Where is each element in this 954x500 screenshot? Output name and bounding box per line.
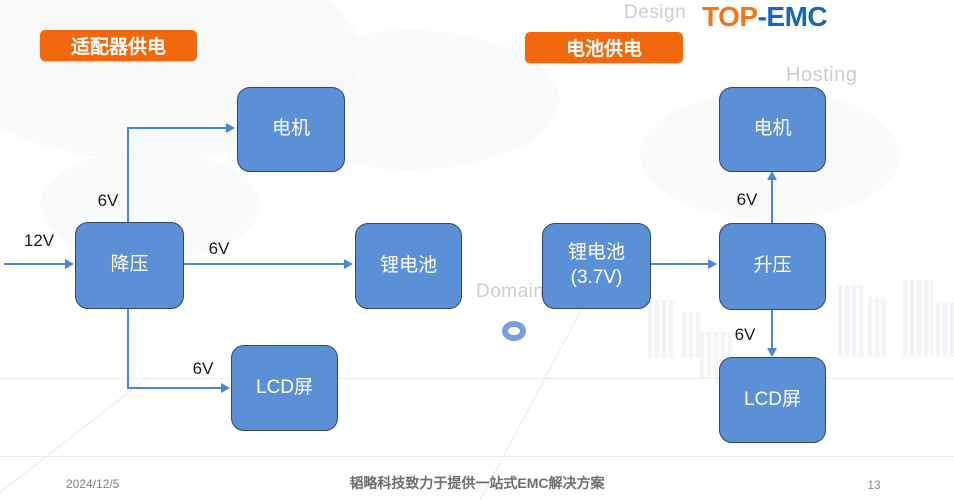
watermark-hosting: Hosting [786, 64, 858, 86]
building-silhouette [682, 312, 702, 358]
connector-battery-boost [649, 263, 709, 265]
node-lcd-right: LCD屏 [719, 357, 826, 443]
node-boost: 升压 [719, 223, 826, 310]
building-silhouette [903, 280, 933, 357]
building-silhouette [936, 302, 954, 357]
footer-date: 2024/12/5 [66, 477, 120, 491]
logo-dash: - [757, 1, 767, 32]
node-label: 电机 [271, 118, 310, 140]
building-silhouette [868, 297, 886, 357]
node-label: 降压 [110, 254, 149, 276]
node-motor-right: 电机 [719, 87, 826, 172]
node-label: LCD屏 [743, 388, 801, 410]
logo-emc-text: EMC [766, 1, 828, 32]
arrow-head [767, 171, 777, 180]
perspective-line [0, 378, 954, 379]
label-6v-motor-left: 6V [97, 191, 119, 210]
arrow-head [226, 123, 235, 133]
connector-boost-lcd [771, 308, 773, 348]
node-label: 锂电池 [567, 242, 625, 264]
arrow-head [65, 259, 74, 269]
logo-top-text: TOP [702, 1, 758, 32]
connector-buck-lcd [127, 307, 129, 388]
label-6v-motor-right: 6V [736, 190, 758, 209]
node-buck: 降压 [75, 222, 184, 309]
connector-12v-input [4, 263, 66, 265]
perspective-line [0, 456, 954, 457]
label-6v-lcd-left: 6V [192, 359, 214, 378]
node-label: 电机 [753, 118, 792, 140]
node-motor-left: 电机 [237, 87, 345, 172]
connector-buck-lcd [127, 387, 222, 389]
node-li-battery-right: 锂电池 (3.7V) [542, 223, 651, 309]
arrow-head [344, 259, 353, 269]
label-6v-lcd-right: 6V [734, 325, 756, 344]
ring-icon [502, 321, 526, 341]
connector-buck-motor [127, 128, 129, 222]
label-12v: 12V [23, 231, 55, 250]
node-label: LCD屏 [255, 376, 313, 398]
label-6v-battery: 6V [208, 239, 230, 258]
watermark-domain: Domain [476, 281, 545, 302]
arrow-head [767, 348, 777, 357]
tag-battery-power: 电池供电 [525, 32, 683, 63]
node-lcd-left: LCD屏 [231, 345, 338, 431]
watermark-design: Design [624, 2, 687, 23]
node-li-battery-left: 锂电池 [355, 223, 462, 309]
tag-adapter-power: 适配器供电 [40, 30, 197, 61]
footer-page-number: 13 [867, 478, 881, 492]
arrow-head [221, 383, 230, 393]
building-silhouette [648, 300, 676, 358]
connector-buck-motor [127, 127, 227, 129]
node-label: (3.7V) [570, 267, 623, 288]
arrow-head [708, 259, 717, 269]
top-emc-logo: TOP-EMC [702, 1, 828, 33]
connector-boost-motor [771, 180, 773, 223]
footer-slogan: 韬略科技致力于提供一站式EMC解决方案 [349, 475, 605, 491]
building-silhouette [838, 285, 864, 357]
node-label: 升压 [753, 255, 792, 277]
connector-buck-battery [182, 263, 345, 265]
node-label: 锂电池 [379, 254, 437, 276]
